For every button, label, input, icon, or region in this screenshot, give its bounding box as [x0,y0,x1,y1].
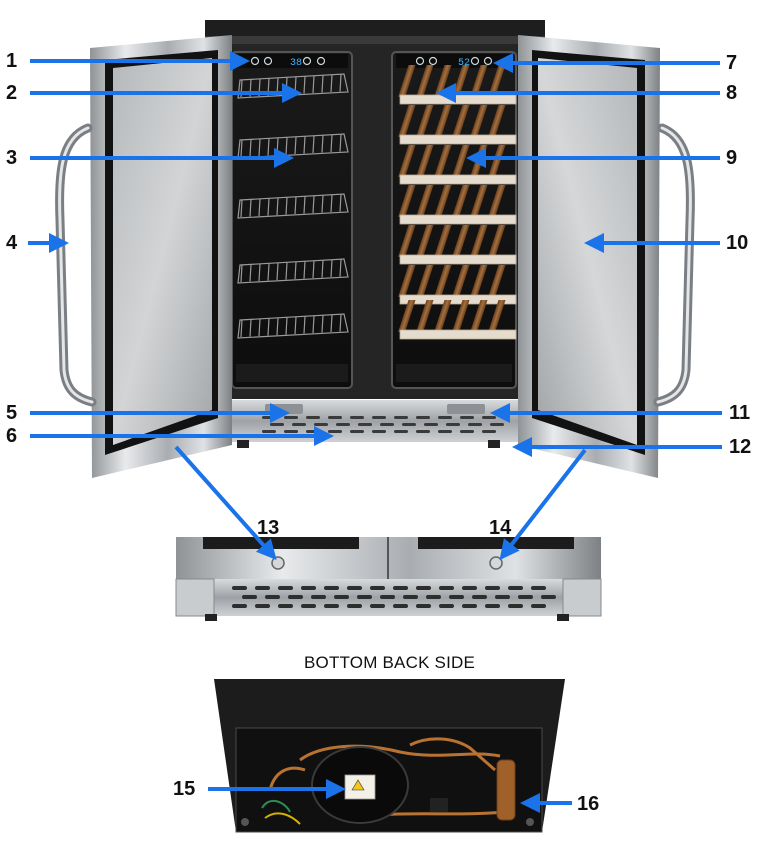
callout-2: 2 [6,82,18,104]
callout-1: 1 [6,50,18,72]
bottom-back-photo [214,679,565,833]
wooden-rack [398,185,517,225]
callout-10: 10 [726,232,749,254]
callout-16: 16 [577,793,600,815]
main-unit: 38 52 [55,20,695,478]
wire-shelves [237,73,349,339]
leveling-foot [488,440,500,448]
callout-3: 3 [6,147,18,169]
copper-tubing [268,737,506,817]
wire-shelf [237,313,349,339]
wooden-rack [398,300,517,340]
wooden-rack [398,105,517,145]
callout-8: 8 [726,82,738,104]
callout-5: 5 [6,402,18,424]
bottom-hinge-right [447,404,485,414]
wooden-wine-racks [398,65,517,340]
arrow-13 [174,445,277,560]
callout-7: 7 [726,52,738,74]
temperature-display-left: 38 [290,58,302,69]
wooden-rack [398,265,517,305]
control-panel-right [396,54,512,68]
callout-6: 6 [6,425,18,447]
wooden-rack [398,225,517,265]
callout-12: 12 [729,436,752,458]
wire-shelf [237,258,349,284]
callout-15: 15 [173,778,196,800]
condenser-dryer [496,759,516,821]
callout-11: 11 [729,402,751,424]
bottom-front-detail [175,537,602,621]
leveling-foot [237,440,249,448]
temperature-display-right: 52 [458,58,470,69]
right-door-glass [538,58,637,445]
callout-9: 9 [726,147,738,169]
callout-4: 4 [6,232,18,254]
door-lock-left [271,556,285,570]
callout-arrows [28,51,722,813]
door-lock-right [489,556,503,570]
left-door-glass [113,58,212,445]
bottom-back-side-caption: BOTTOM BACK SIDE [303,653,476,672]
wire-shelf [237,193,349,219]
callout-13: 13 [257,517,280,539]
arrow-14 [499,448,587,561]
callout-14: 14 [489,517,512,539]
